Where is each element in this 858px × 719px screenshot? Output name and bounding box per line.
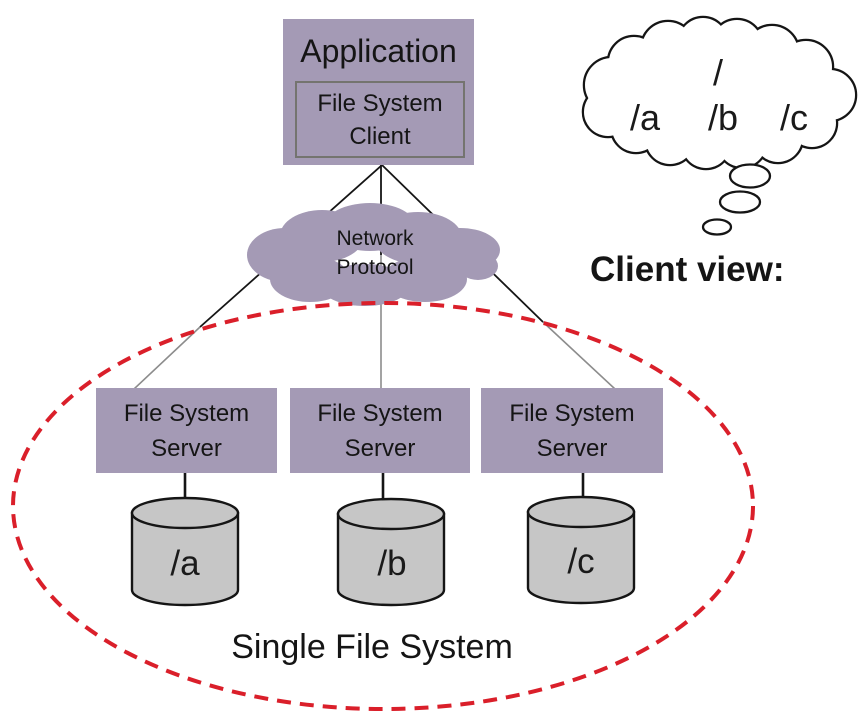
disk-label-c: /c (567, 542, 595, 581)
disk-cylinder-c (526, 495, 636, 605)
thought-bubble-3 (701, 218, 733, 236)
disk-cylinder-b (336, 497, 446, 607)
network-protocol-label-line2: Protocol (336, 256, 414, 279)
network-protocol-label: Network Protocol (285, 224, 465, 282)
single-file-system-label: Single File System (231, 628, 513, 666)
line-app-to-server1-lower (133, 326, 201, 390)
file-system-client-box: File System Client (295, 81, 465, 158)
client-view-path-c: /c (779, 97, 808, 138)
client-view-path-b: /b (707, 97, 739, 138)
server2-label-line2: Server (344, 434, 416, 462)
application-title: Application (300, 33, 457, 69)
client-view-root-path: / (712, 52, 723, 93)
disk-label-a: /a (170, 544, 200, 583)
file-system-server-box-1: File System Server (96, 388, 277, 473)
line-app-to-server3-lower (542, 321, 616, 390)
client-view-path-a: /a (629, 97, 661, 138)
application-box: Application File System Client (283, 19, 474, 165)
client-view-caption: Client view: (590, 250, 785, 289)
file-system-server-box-3: File System Server (481, 388, 663, 473)
disk-cylinders (130, 495, 636, 607)
server1-label-line1: File System (123, 399, 250, 427)
server3-label-line2: Server (536, 434, 608, 462)
network-protocol-label-line1: Network (336, 227, 414, 250)
network-cloud-shape (247, 203, 500, 306)
server3-label-line1: File System (509, 399, 635, 427)
server1-label-line2: Server (151, 434, 222, 462)
thought-bubble-2 (718, 190, 762, 214)
file-system-server-box-2: File System Server (290, 388, 470, 473)
disk-label-b: /b (377, 544, 407, 583)
disk-cylinder-a (130, 496, 240, 607)
file-system-client-label-line2: Client (349, 122, 411, 150)
thought-bubble-1 (728, 163, 772, 189)
server2-label-line1: File System (317, 399, 443, 427)
file-system-client-label-line1: File System (317, 89, 443, 117)
single-file-system-boundary (11, 301, 755, 711)
